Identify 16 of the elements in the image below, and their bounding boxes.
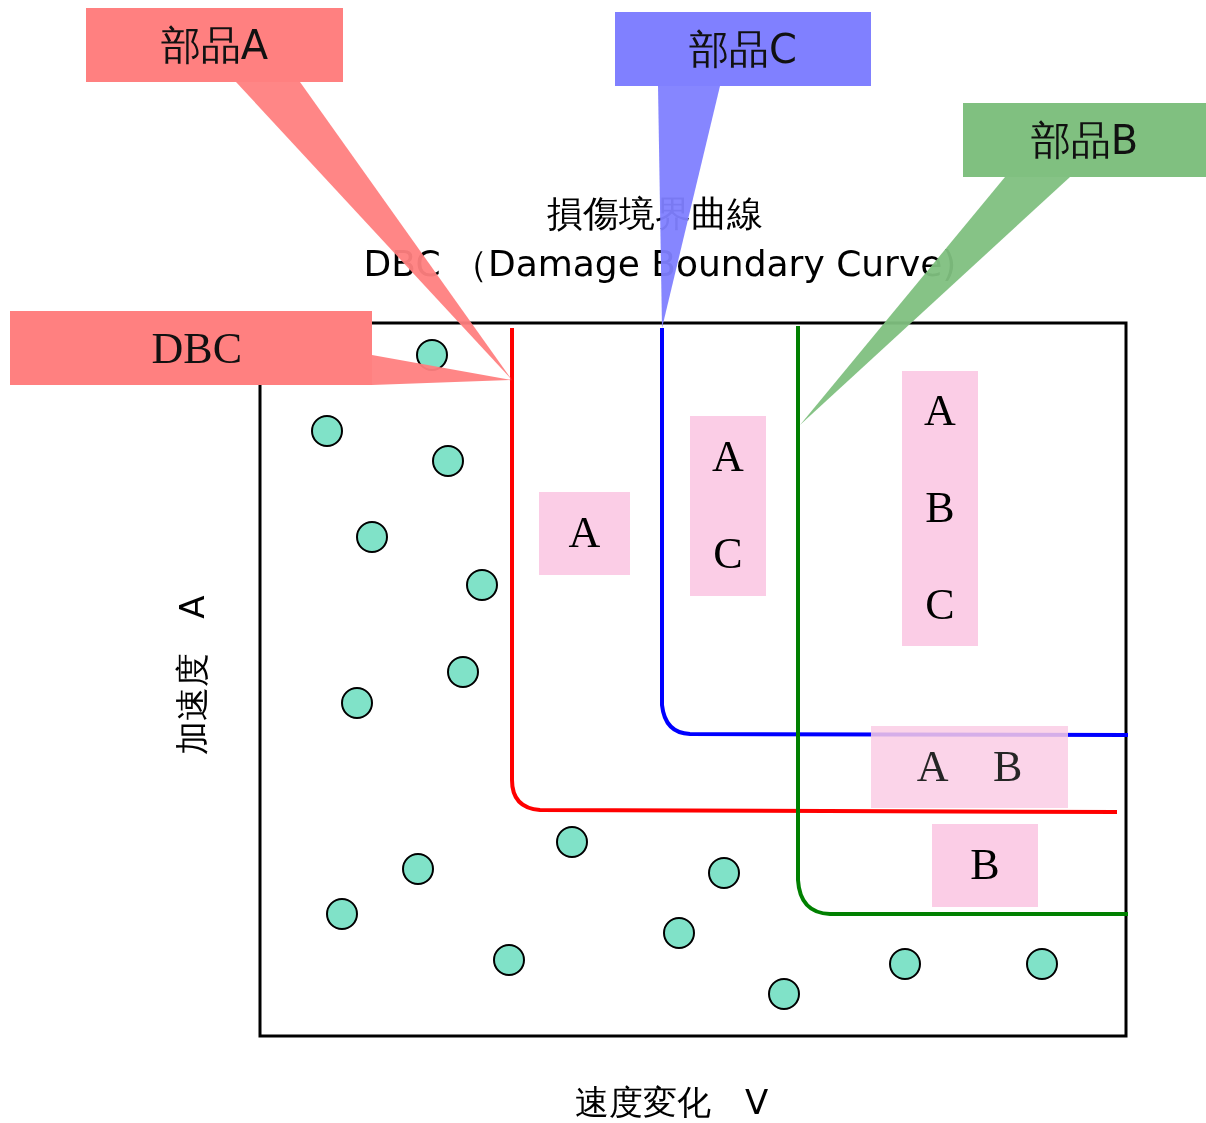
boundary-curve — [796, 326, 1128, 916]
callout-box: 部品B — [963, 103, 1206, 177]
x-axis-label: 速度変化 V — [575, 1081, 769, 1123]
callout-pointer — [236, 82, 512, 380]
callout-pointer — [800, 177, 1070, 425]
callout-pointer — [372, 355, 512, 385]
region-label: A B — [871, 726, 1068, 808]
region-label: A B C — [902, 371, 978, 646]
chart-title: 損傷境界曲線 — [546, 192, 764, 236]
callout-box: 部品C — [615, 12, 871, 86]
callout-box: DBC — [10, 311, 372, 385]
boundary-curve — [510, 328, 1117, 814]
callout-box: 部品A — [86, 8, 343, 82]
callout-pointer — [658, 86, 720, 328]
chart-subtitle: DBC （Damage Boundary Curve) — [362, 242, 958, 286]
y-axis-label: 加速度 A — [171, 595, 213, 755]
